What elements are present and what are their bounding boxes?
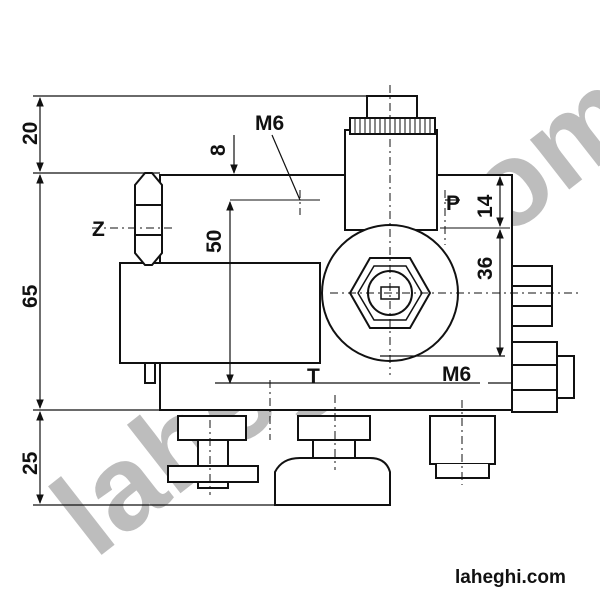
bottom-middle-fitting	[297, 415, 371, 441]
left-hex-nut	[134, 172, 163, 266]
label-port-p: P	[446, 192, 460, 215]
label-port-z: Z	[92, 218, 105, 241]
right-hex-lower	[511, 341, 558, 413]
dim-25: 25	[19, 451, 42, 475]
dim-20: 20	[19, 122, 42, 145]
right-cap	[556, 355, 575, 399]
site-label: laheghi.com	[455, 567, 566, 588]
top-knob	[366, 95, 418, 119]
label-port-t: T	[307, 365, 320, 388]
dim-8: 8	[207, 144, 230, 156]
left-coil-block	[119, 262, 321, 364]
bottom-left-fitting	[177, 415, 247, 441]
dim-50: 50	[203, 230, 226, 253]
top-cylinder	[344, 129, 438, 231]
t-handle-bar	[167, 465, 259, 483]
dim-36: 36	[474, 257, 497, 280]
label-m6-top: M6	[255, 112, 284, 135]
dim-14: 14	[474, 194, 497, 218]
top-knurled-cap	[349, 117, 436, 135]
bottom-knob	[274, 457, 391, 506]
dim-65: 65	[19, 284, 42, 308]
label-m6-bottom: M6	[442, 363, 471, 386]
right-hex-upper	[511, 265, 553, 327]
left-pin	[144, 362, 156, 384]
